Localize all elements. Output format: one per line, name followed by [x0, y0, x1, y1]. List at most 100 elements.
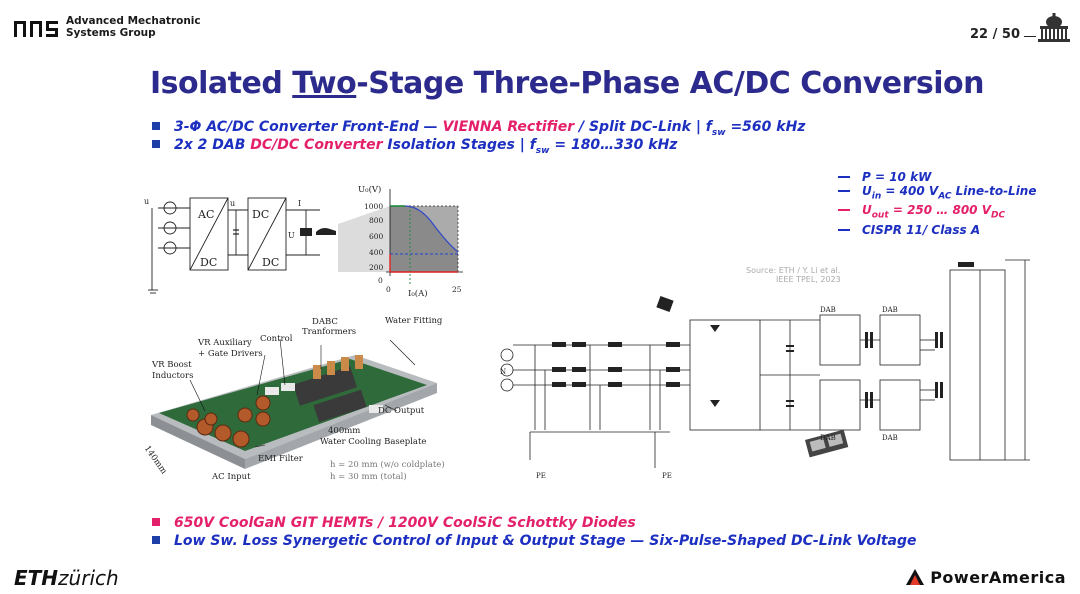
label-vr-boost: VR Boost	[152, 360, 192, 370]
voltage-current-chart: U₀(V) 1000 800 600 400 200 0 0 25 I₀(A)	[338, 184, 463, 299]
uxa-label: u	[230, 199, 235, 208]
ytick-400: 400	[369, 248, 384, 257]
ytick-0: 0	[378, 276, 383, 285]
module-icon	[805, 429, 849, 458]
title-underlined: Two	[292, 66, 357, 101]
bullet-isolation-value: = 180…330 kHz	[549, 137, 678, 153]
ytick-1000: 1000	[364, 202, 383, 211]
label-height1: h = 20 mm (w/o coldplate)	[330, 460, 445, 470]
bullet-square-icon	[152, 140, 160, 148]
label-400mm: 400mm	[328, 426, 361, 436]
bullet-devices: 650V CoolGaN GIT HEMTs / 1200V CoolSiC S…	[152, 515, 636, 531]
label-water-fitting: Water Fitting	[385, 316, 443, 326]
spec-input-mid: = 400 V	[881, 184, 939, 198]
bullet-square-icon	[152, 518, 160, 526]
pe-label-1: PE	[536, 472, 546, 480]
dab-label-3: DAB	[820, 434, 836, 442]
poweramerica-logo: PowerAmerica	[906, 568, 1066, 587]
poweramerica-mark-icon	[906, 569, 925, 585]
converter-schematic: N PE PE DAB DAB DAB DAB	[500, 259, 1030, 480]
bullet-frontend-value: =560 kHz	[725, 119, 806, 135]
bullet-frontend-highlight: VIENNA Rectifier	[442, 119, 575, 135]
slide-title: Isolated Two-Stage Three-Phase AC/DC Con…	[150, 66, 985, 101]
title-part1: Isolated	[150, 66, 293, 101]
spec-input-post: Line-to-Line	[951, 184, 1037, 198]
dc-label-2: DC	[252, 208, 269, 221]
page-underline	[1024, 36, 1036, 37]
dc-label-1: DC	[200, 256, 217, 269]
spec-input-u: U	[862, 184, 872, 198]
group-name: Advanced Mechatronic Systems Group	[66, 15, 201, 39]
spec-input: Uin = 400 VAC Line-to-Line	[838, 184, 1037, 203]
bullet-square-icon	[152, 122, 160, 130]
label-vr-aux: VR Auxiliary	[198, 338, 252, 348]
bullet-frontend-fsw: / Split DC-Link | f	[574, 119, 712, 135]
ytick-600: 600	[369, 232, 384, 241]
uo-label: U	[288, 231, 295, 240]
label-tranformers: Tranformers	[302, 327, 357, 337]
label-control: Control	[260, 334, 293, 344]
label-ac-input: AC Input	[212, 472, 251, 482]
bullet-isolation-text: 2x 2 DAB	[174, 137, 251, 153]
spec-output-mid: = 250 … 800 V	[888, 203, 991, 218]
spec-emc: CISPR 11/ Class A	[838, 223, 1037, 237]
bullet-frontend: 3-Φ AC/DC Converter Front-End — VIENNA R…	[152, 119, 805, 138]
block-diagram: AC DC DC DC u u I U	[144, 197, 336, 294]
source-line2: IEEE TPEL, 2023	[776, 275, 841, 284]
dc-label-3: DC	[262, 256, 279, 269]
asg-logo-icon	[14, 21, 58, 37]
label-emi-filter: EMI Filter	[258, 454, 303, 464]
bullet-isolation-sub: sw	[535, 145, 550, 156]
spec-power-text: P = 10 kW	[862, 170, 932, 184]
bullet-isolation-highlight: DC/DC Converter	[250, 137, 383, 153]
bullet-control-text: Low Sw. Loss Synergetic Control of Input…	[174, 533, 917, 549]
page-number: 22 / 50	[970, 27, 1020, 42]
spec-output-sub2: DC	[990, 210, 1006, 221]
label-height2: h = 30 mm (total)	[330, 472, 407, 482]
label-dc-output: DC Output	[378, 406, 425, 416]
label-dabc: DABC	[312, 317, 338, 327]
bullet-devices-text: 650V CoolGaN GIT HEMTs / 1200V CoolSiC S…	[174, 515, 636, 531]
eth-logo-eth: ETH	[14, 566, 59, 590]
group-name-line1: Advanced Mechatronic	[66, 15, 201, 27]
chart-ylabel: U₀(V)	[358, 184, 381, 195]
xtick-0: 0	[386, 285, 391, 294]
spec-input-sub2: AC	[938, 191, 952, 202]
bullet-frontend-text: 3-Φ AC/DC Converter Front-End —	[174, 119, 443, 135]
dab-label-2: DAB	[882, 306, 898, 314]
ytick-800: 800	[369, 216, 384, 225]
spec-output-u: U	[862, 203, 872, 218]
title-part2: -Stage Three-Phase AC/DC Conversion	[356, 66, 985, 101]
spec-power: P = 10 kW	[838, 170, 1037, 184]
bullet-control: Low Sw. Loss Synergetic Control of Input…	[152, 533, 917, 549]
car-icon	[316, 228, 336, 235]
xtick-25: 25	[452, 285, 462, 294]
label-baseplate: Water Cooling Baseplate	[320, 437, 427, 447]
hardware-photo	[151, 338, 437, 469]
dab-label-1: DAB	[820, 306, 836, 314]
chart-xlabel: I₀(A)	[408, 288, 428, 299]
label-inductors: Inductors	[152, 371, 194, 381]
poweramerica-text: PowerAmerica	[930, 568, 1066, 587]
eth-logo-zurich: zürich	[58, 566, 119, 590]
building-icon	[1038, 13, 1070, 42]
neutral-label: N	[500, 368, 506, 376]
spec-output: Uout = 250 … 800 VDC	[838, 203, 1037, 222]
ac-label: AC	[197, 208, 214, 221]
bullet-isolation: 2x 2 DAB DC/DC Converter Isolation Stage…	[152, 137, 677, 156]
eth-zurich-logo: ETHzürich	[14, 566, 119, 590]
dab-label-4: DAB	[882, 434, 898, 442]
group-name-line2: Systems Group	[66, 27, 156, 39]
ua-label: u	[144, 197, 149, 206]
pe-label-2: PE	[662, 472, 672, 480]
spec-emc-text: CISPR 11/ Class A	[862, 222, 981, 237]
bullet-isolation-fsw: Isolation Stages | f	[382, 137, 536, 153]
bullet-square-icon	[152, 536, 160, 544]
spec-output-sub: out	[871, 210, 889, 221]
bullet-frontend-sub: sw	[711, 127, 726, 138]
spec-input-sub: in	[871, 191, 882, 202]
io-label: I	[298, 199, 301, 208]
ytick-200: 200	[369, 263, 384, 272]
source-note: Source: ETH / Y. Li et al. IEEE TPEL, 20…	[746, 266, 841, 284]
source-line1: Source: ETH / Y. Li et al.	[746, 266, 841, 275]
